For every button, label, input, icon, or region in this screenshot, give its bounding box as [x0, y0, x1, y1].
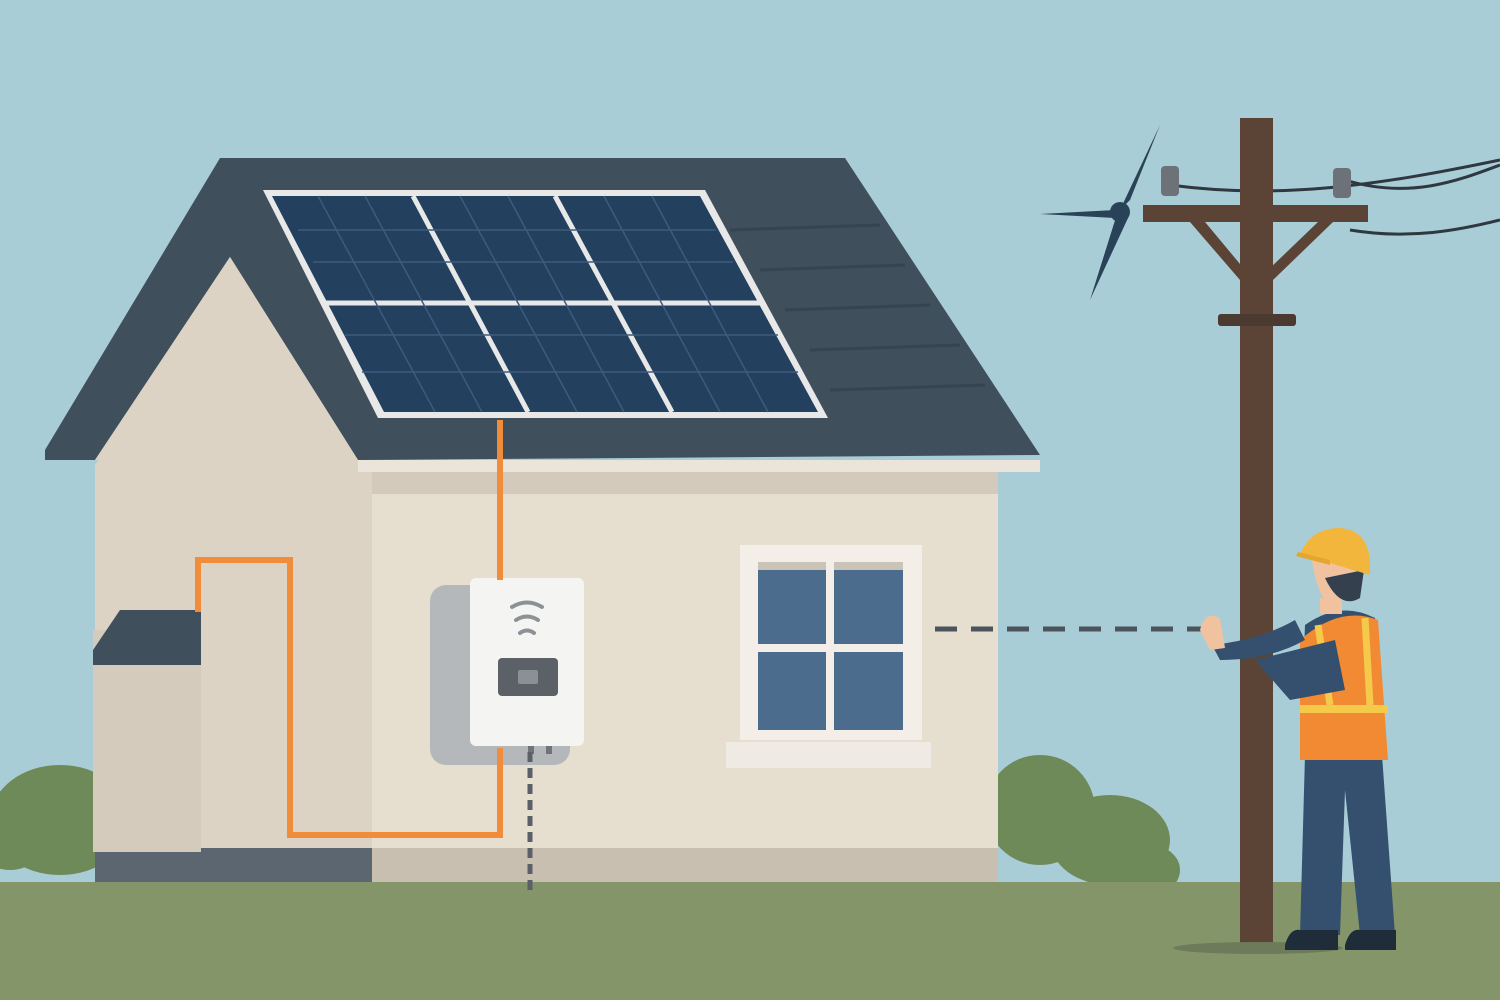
wind-turbine-icon	[1040, 125, 1160, 300]
solar-panel-array	[263, 190, 828, 418]
utility-pole-icon	[1143, 118, 1500, 954]
inverter-icon	[430, 578, 584, 765]
ground	[0, 882, 1500, 1000]
worker-icon	[1200, 528, 1396, 950]
house	[45, 158, 1040, 895]
wifi-signal-icon	[510, 600, 544, 635]
battery-unit	[93, 610, 201, 852]
orange-wiring	[195, 420, 503, 838]
roof-shingle-lines	[729, 223, 986, 392]
window-icon	[726, 545, 931, 768]
